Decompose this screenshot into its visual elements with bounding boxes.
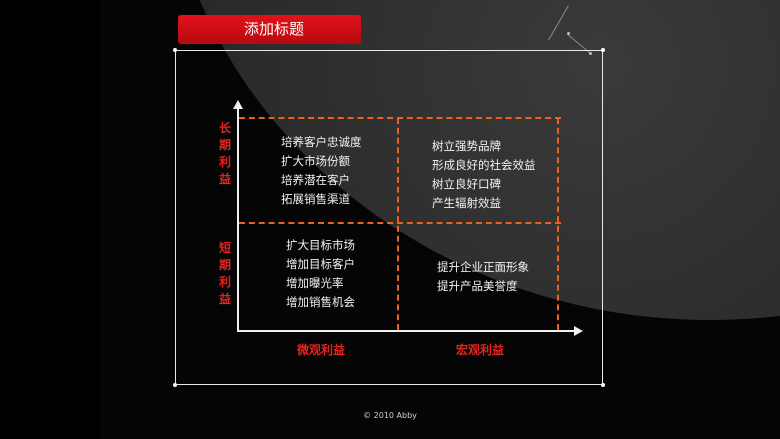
frame-corner-dot	[173, 48, 177, 52]
frame-corner-dot	[601, 383, 605, 387]
quadrant-divider-middle	[239, 222, 561, 224]
list-item: 培养潜在客户	[281, 173, 350, 187]
quadrant-bottom-left: 扩大目标市场 增加目标客户 增加曝光率 增加销售机会	[286, 236, 355, 312]
x-axis-line	[237, 330, 575, 332]
y-label-long-term: 长期利益	[218, 121, 231, 186]
list-item: 增加曝光率	[286, 276, 344, 290]
list-item: 培养客户忠诚度	[281, 135, 362, 149]
list-item: 产生辐射效益	[432, 196, 501, 210]
frame-corner-dot	[601, 48, 605, 52]
decor-dot	[589, 52, 592, 55]
quadrant-top-left: 培养客户忠诚度 扩大市场份额 培养潜在客户 拓展销售渠道	[281, 133, 362, 209]
quadrant-bottom-right: 提升企业正面形象 提升产品美誉度	[437, 258, 529, 296]
content-frame	[175, 50, 603, 385]
x-axis-arrow	[574, 326, 583, 336]
background-left-shade	[0, 0, 100, 439]
footer-copyright: © 2010 Abby	[363, 411, 417, 420]
quadrant-top-right: 树立强势品牌 形成良好的社会效益 树立良好口碑 产生辐射效益	[432, 137, 536, 213]
list-item: 形成良好的社会效益	[432, 158, 536, 172]
quadrant-divider-center	[397, 118, 399, 330]
list-item: 增加目标客户	[286, 257, 355, 271]
list-item: 树立良好口碑	[432, 177, 501, 191]
list-item: 扩大目标市场	[286, 238, 355, 252]
x-label-macro: 宏观利益	[456, 343, 505, 357]
quadrant-divider-right	[557, 118, 559, 330]
slide-title[interactable]: 添加标题	[178, 15, 361, 44]
y-label-short-term: 短期利益	[218, 241, 231, 306]
list-item: 树立强势品牌	[432, 139, 501, 153]
frame-corner-dot	[173, 383, 177, 387]
quadrant-divider-top	[239, 117, 561, 119]
list-item: 扩大市场份额	[281, 154, 350, 168]
list-item: 拓展销售渠道	[281, 192, 350, 206]
decor-dot	[567, 32, 570, 35]
y-axis-line	[237, 108, 239, 332]
x-label-micro: 微观利益	[297, 343, 346, 357]
list-item: 提升企业正面形象	[437, 260, 529, 274]
y-axis-arrow	[233, 100, 243, 109]
list-item: 增加销售机会	[286, 295, 355, 309]
list-item: 提升产品美誉度	[437, 279, 518, 293]
